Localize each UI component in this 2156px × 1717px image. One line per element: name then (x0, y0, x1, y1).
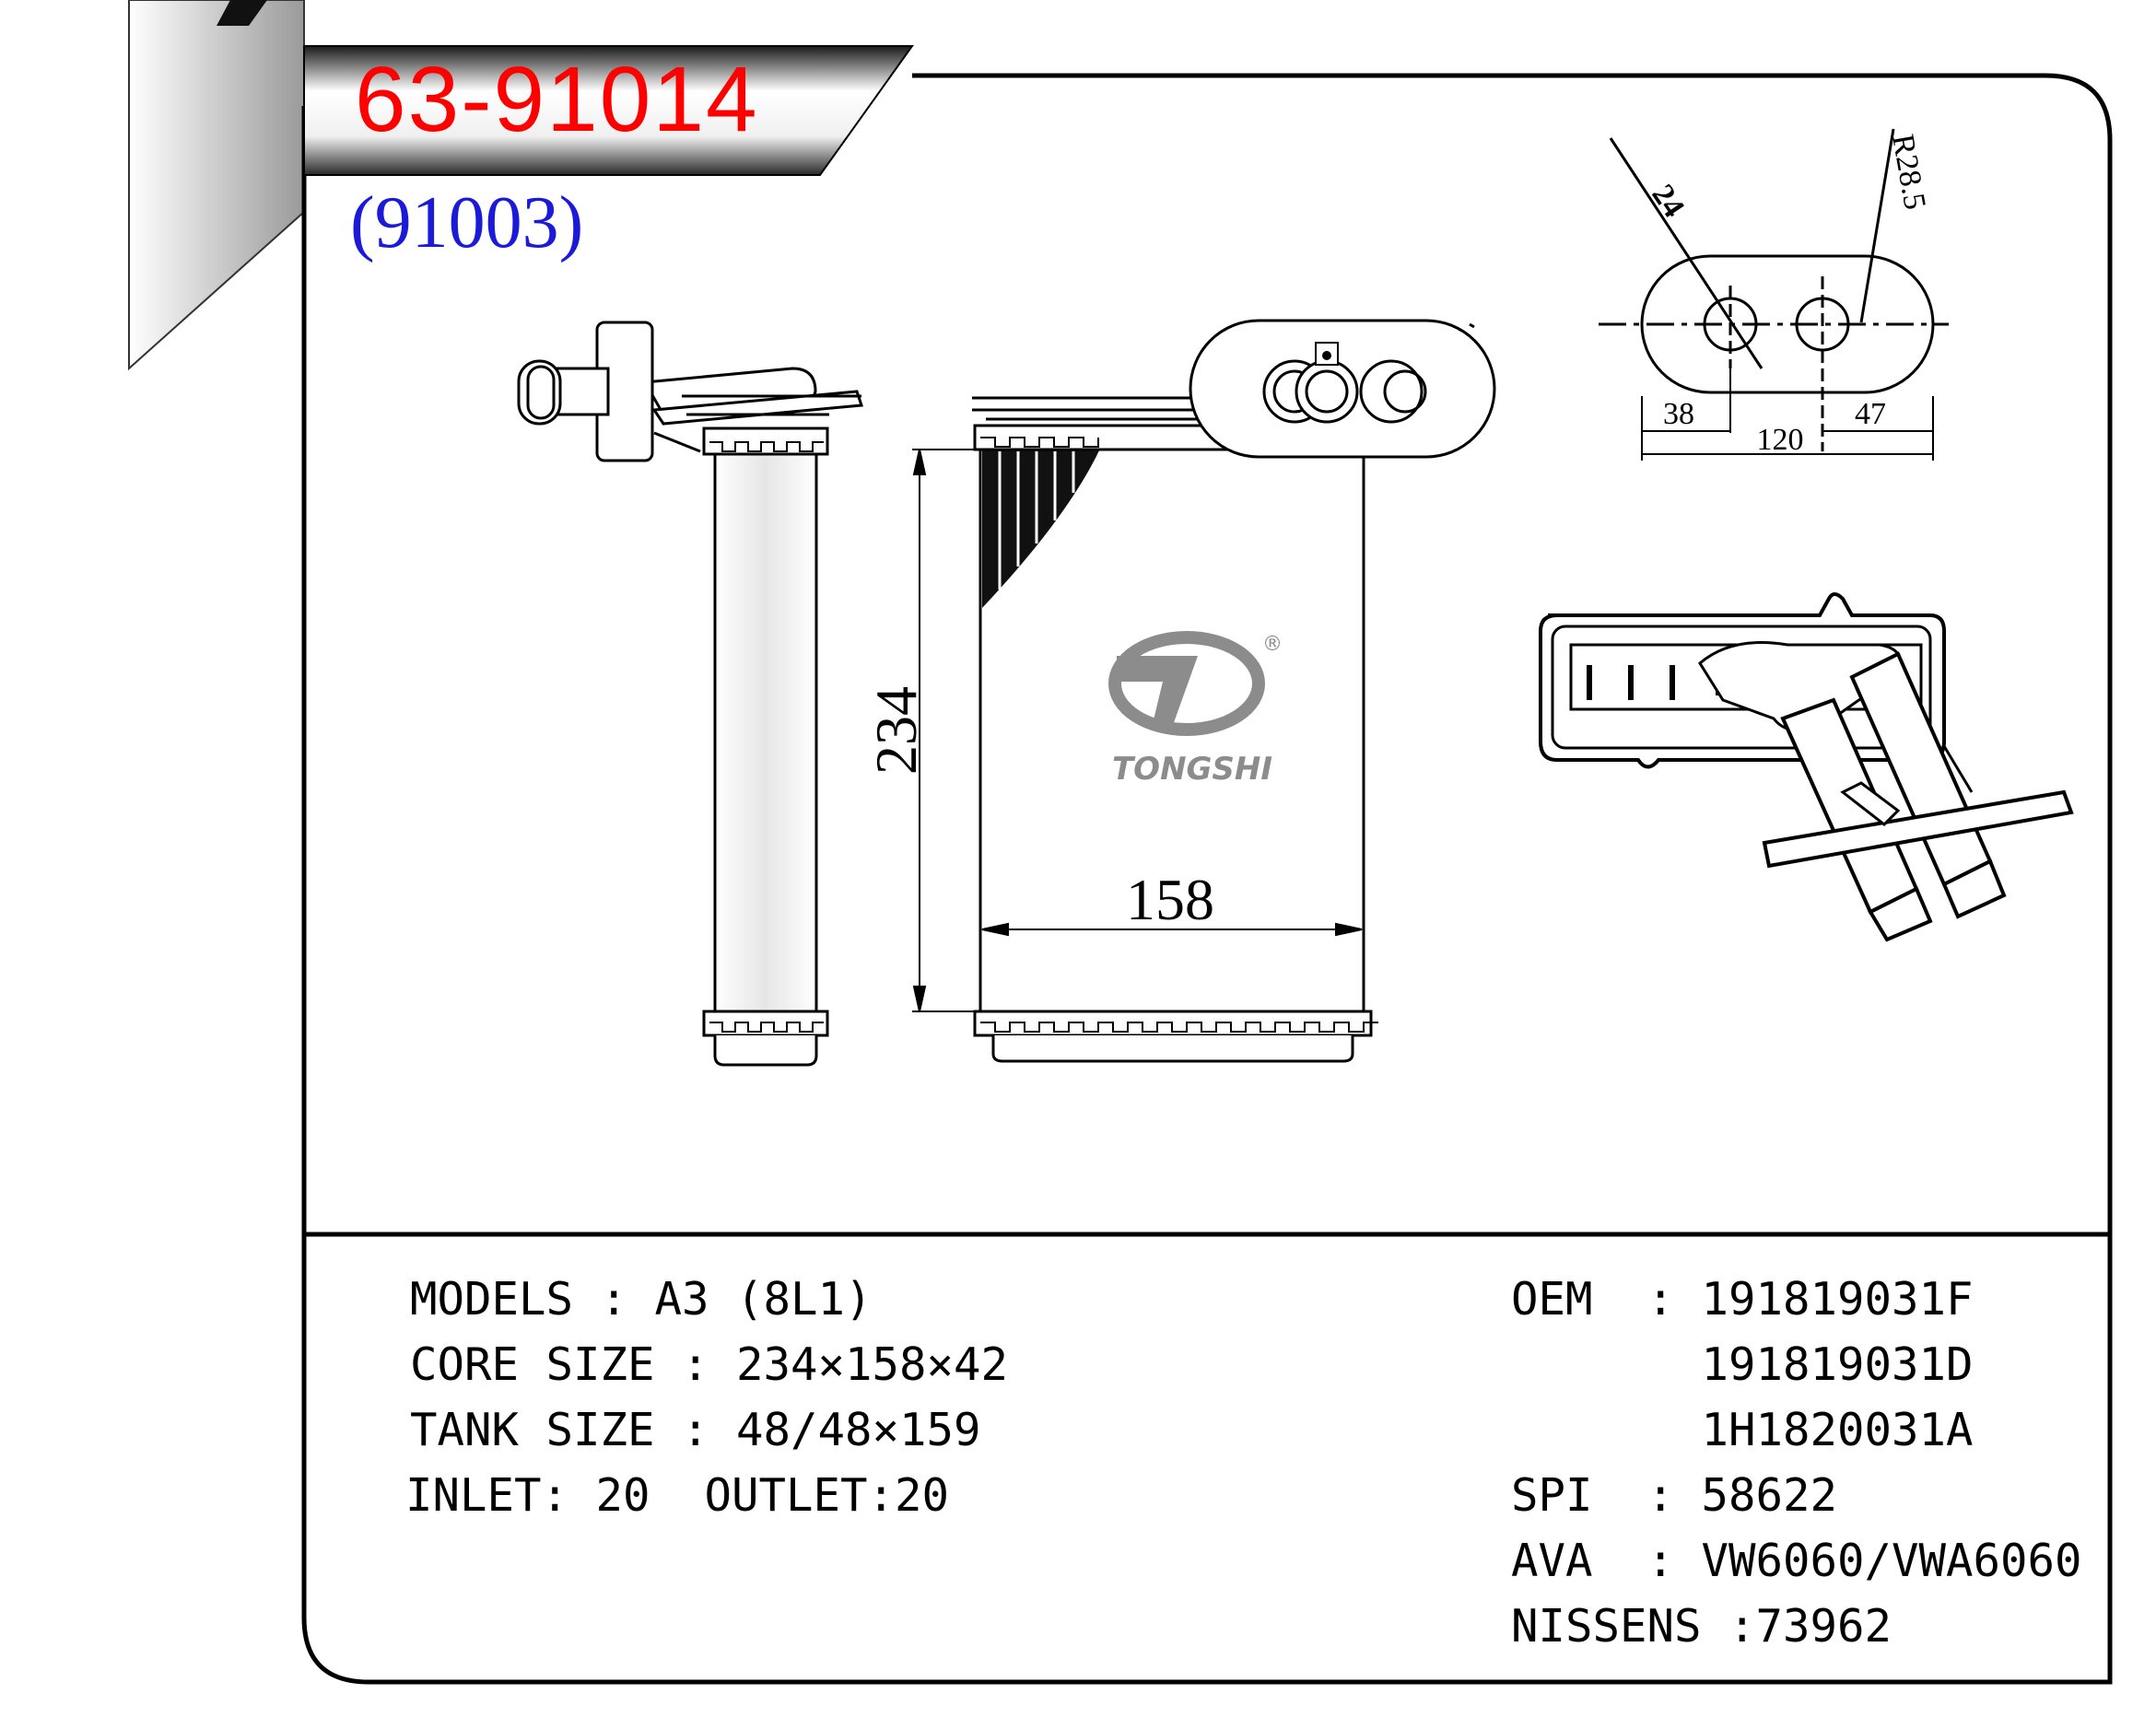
outer-frame (301, 73, 2113, 1685)
isometric-view (1539, 592, 2074, 942)
spec-inlet-outlet: INLET: 20 OUTLET:20 (405, 1469, 950, 1522)
spec-models: MODELS : A3 (8L1) (410, 1273, 873, 1326)
logo-text: TONGSHI (1112, 751, 1272, 788)
side-view (517, 321, 864, 1067)
spec-tank-size: TANK SIZE : 48/48×159 (410, 1404, 981, 1456)
hole-layout-view (1599, 128, 1949, 461)
side-decoration (128, 0, 305, 371)
front-fins-shade (982, 447, 1101, 608)
spec-nissens: NISSENS :73962 (1511, 1600, 1892, 1653)
tongshi-logo: ® TONGSHI (1108, 631, 1283, 788)
pipe-diameter-label: 24 (1645, 179, 1691, 224)
registered-mark: ® (1262, 633, 1283, 656)
height-dimension-label: 234 (863, 686, 929, 775)
title-banner (303, 45, 914, 176)
radius-label: R28.5 (1885, 132, 1932, 212)
spec-oem-2: 191819031D (1511, 1338, 1974, 1391)
front-outlet (1359, 359, 1424, 424)
width-dimension-label: 158 (1126, 867, 1214, 932)
side-core (713, 450, 818, 1024)
alt-part-number: (91003) (350, 182, 584, 263)
spec-ava: AVA : VW6060/VWA6060 (1511, 1535, 2082, 1587)
spec-core-size: CORE SIZE : 234×158×42 (410, 1338, 1009, 1391)
iso-bracket (1762, 789, 2074, 869)
left-offset-label: 38 (1663, 397, 1694, 431)
part-number: 63-91014 (355, 48, 759, 151)
hole-span-label: 120 (1757, 423, 1804, 457)
front-dimensions (912, 449, 1363, 1012)
side-decoration-mark (217, 0, 267, 26)
spec-oem-3: 1H1820031A (1511, 1404, 1974, 1456)
front-view (972, 319, 1496, 1063)
hole-plate (1640, 254, 1935, 394)
right-offset-label: 47 (1855, 397, 1886, 431)
spec-spi: SPI : 58622 (1511, 1469, 1838, 1522)
spec-oem-1: OEM : 191819031F (1511, 1273, 1974, 1326)
